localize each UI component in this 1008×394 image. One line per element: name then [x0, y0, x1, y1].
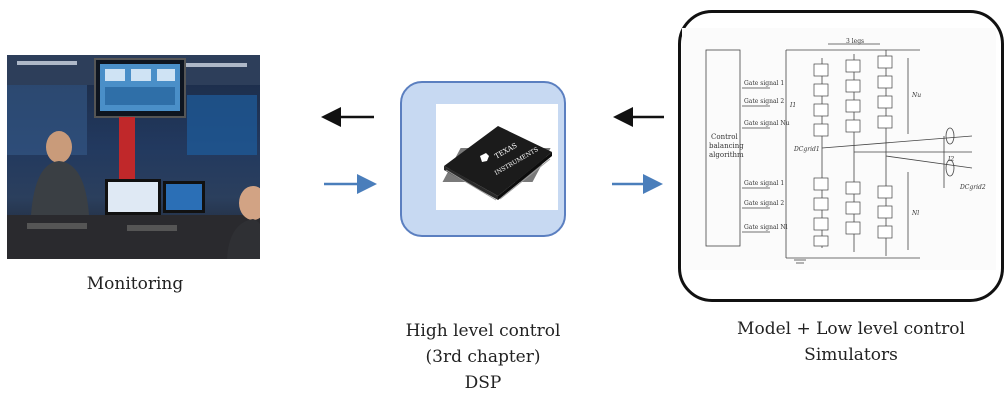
- control-room-illustration: [7, 55, 260, 259]
- monitoring-photo: [7, 55, 260, 259]
- dc-grid-1-label: DCgrid1: [794, 146, 820, 153]
- control-label-3: algorithm: [709, 151, 744, 159]
- gate-signal-bottom-3: Gate signal Nl: [744, 224, 788, 231]
- mmc-schematic: Control balancing algorithm 3 legs DCgri…: [682, 28, 996, 270]
- i2-label: I2: [948, 156, 955, 163]
- dsp-chip-image: TEXAS INSTRUMENTS: [436, 104, 558, 210]
- arrows-dsp-simulator: [612, 107, 664, 194]
- simulator-caption-line2: Simulators: [804, 345, 898, 365]
- gate-signal-bottom-2: Gate signal 2: [744, 200, 785, 207]
- schematic-drawing: [705, 43, 973, 264]
- chip-icon: [442, 126, 552, 201]
- gate-signal-bottom-1: Gate signal 1: [744, 180, 785, 187]
- gate-signal-top-3: Gate signal Nu: [744, 120, 790, 127]
- dsp-caption-line1: High level control: [405, 321, 561, 341]
- gate-signal-top-1: Gate signal 1: [744, 80, 785, 87]
- i1-label: I1: [790, 102, 797, 109]
- arrows-monitoring-dsp: [321, 107, 377, 194]
- dc-grid-2-label: DCgrid2: [960, 184, 986, 191]
- gate-signal-top-2: Gate signal 2: [744, 98, 785, 105]
- dsp-caption-line3: DSP: [464, 373, 502, 393]
- simulator-caption-line1: Model + Low level control: [737, 319, 965, 339]
- monitoring-caption: Monitoring: [86, 274, 184, 294]
- control-label-2: balancing: [709, 142, 744, 150]
- nl-label: Nl: [912, 210, 920, 217]
- nu-label: Nu: [912, 92, 922, 99]
- dsp-caption-line2: (3rd chapter): [425, 347, 541, 367]
- control-label-1: Control: [711, 133, 738, 141]
- legs-label: 3 legs: [846, 38, 865, 45]
